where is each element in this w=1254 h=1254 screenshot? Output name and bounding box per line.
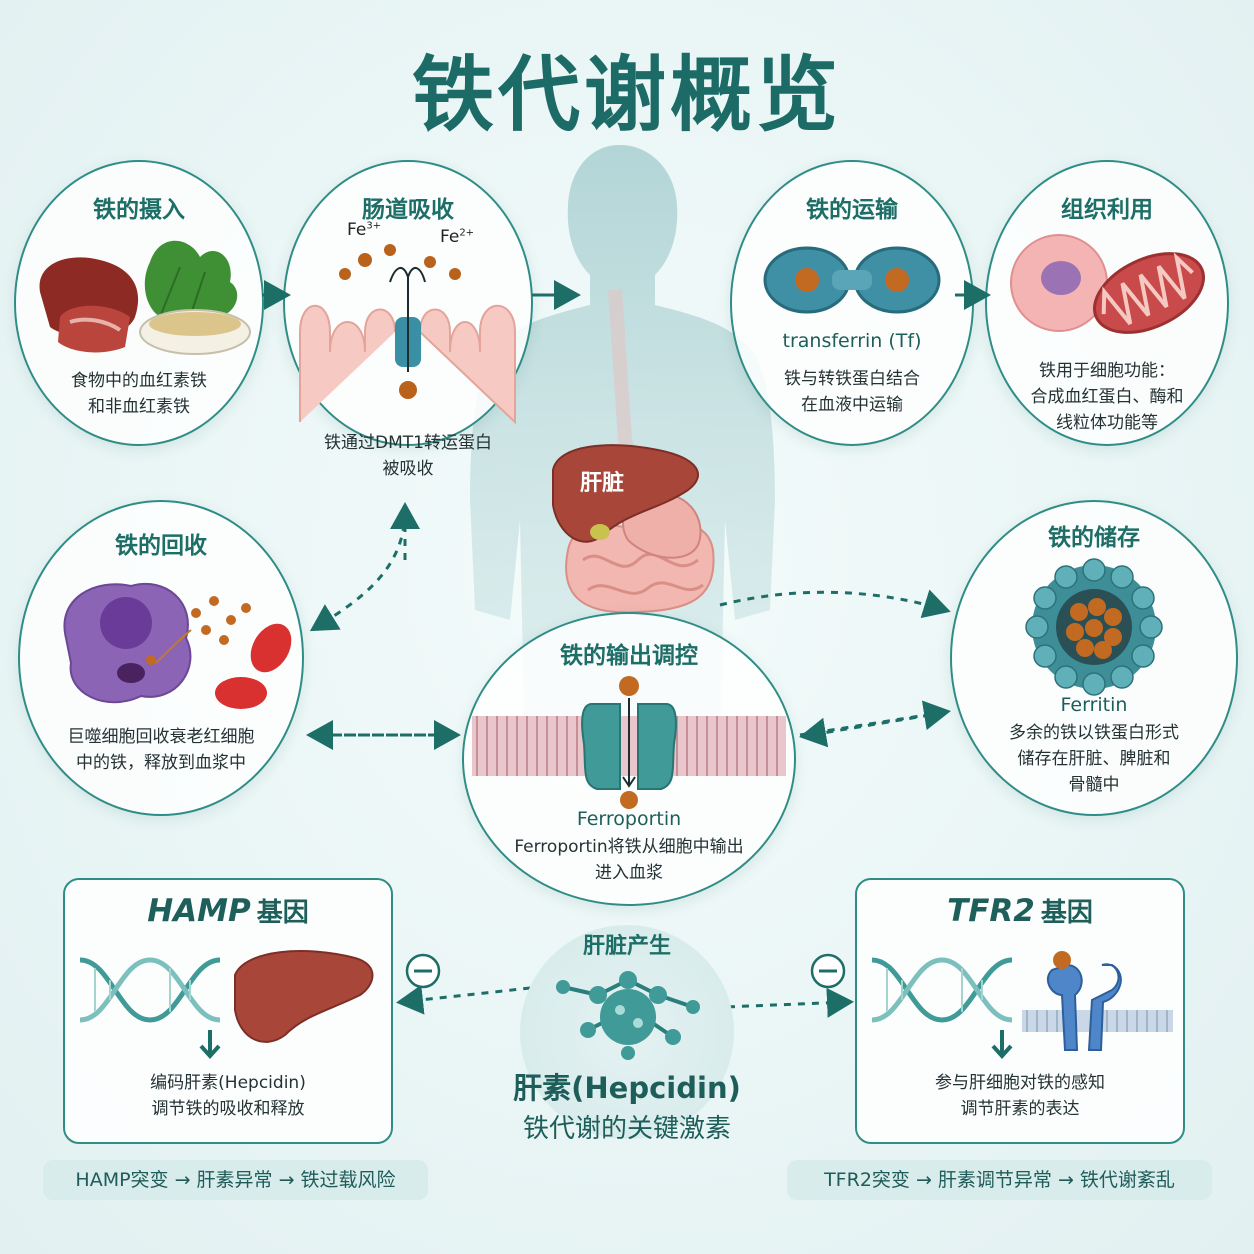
panel-title: 铁的运输 [806, 197, 898, 223]
fe2-label: Fe2+ [440, 227, 475, 247]
panel-title: 铁的回收 [115, 533, 207, 559]
ferroportin-label: Ferroportin [576, 808, 682, 830]
liver-and-digestive-organs [552, 444, 715, 614]
panel-text: 铁用于细胞功能： [1039, 361, 1175, 381]
hepcidin-molecule-icon [556, 971, 700, 1060]
panel-text: 中的铁，释放到血浆中 [76, 753, 246, 773]
tfr2-mutation-bar: TFR2突变 → 肝素调节异常 → 铁代谢紊乱 [787, 1160, 1212, 1200]
gallbladder-icon [590, 524, 610, 540]
panel-text: Ferroportin将铁从细胞中输出 [514, 837, 744, 857]
inhibition-icon [810, 953, 846, 989]
panel-text: 骨髓中 [1068, 775, 1120, 795]
panel-iron-storage: 铁的储存 Ferritin 多余的铁以铁蛋白形式 储存在肝脏、脾脏和 骨髓中 [950, 500, 1238, 816]
dna-and-liver-icon [79, 950, 374, 1059]
panel-iron-export-regulation: 铁的输出调控 Ferroportin Ferroportin将铁从细胞中输出 进… [462, 612, 796, 906]
panel-text: 进入血浆 [595, 863, 663, 883]
panel-title: 铁的摄入 [93, 197, 185, 223]
panel-title: 铁的储存 [1048, 525, 1140, 551]
panel-text: 食物中的血红素铁 [71, 371, 207, 391]
panel-text: 在血液中运输 [801, 395, 903, 415]
panel-text: 和非血红素铁 [88, 397, 190, 417]
hepcidin-source: 肝脏产生 [582, 934, 671, 959]
panel-text: 多余的铁以铁蛋白形式 [1009, 723, 1179, 743]
cell-and-mitochondria-icon [1010, 234, 1205, 334]
gene-name: TFR2 [947, 893, 1035, 929]
hepcidin-description: 铁代谢的关键激素 [522, 1114, 731, 1144]
ferroportin-membrane-icon [472, 676, 786, 809]
ferritin-label: Ferritin [1060, 694, 1128, 716]
panel-title: 铁的输出调控 [560, 643, 698, 669]
page-title: 铁代谢概览 [411, 48, 842, 143]
dna-and-receptor-icon [871, 951, 1173, 1059]
inhibition-icon [405, 953, 441, 989]
panel-text: 巨噬细胞回收衰老红细胞 [67, 727, 255, 747]
gene-name: HAMP [147, 893, 251, 929]
macrophage-icon [63, 583, 292, 709]
panel-title: 组织利用 [1061, 197, 1153, 223]
panel-iron-transport: 铁的运输 transferrin (Tf) 铁与转铁蛋白结合 在血液中运输 [730, 160, 974, 446]
panel-iron-recycling: 铁的回收 巨噬细胞回收衰老红细胞 中的铁，释放到血浆中 [18, 500, 304, 816]
transferrin-protein-icon [763, 246, 941, 314]
hepcidin-name: 肝素(Hepcidin) [513, 1071, 741, 1105]
fe3-label: Fe3+ [347, 220, 382, 240]
panel-tissue-utilization: 组织利用 铁用于细胞功能： 合成血红蛋白、酶和 线粒体功能等 [985, 160, 1229, 446]
panel-text: 铁通过DMT1转运蛋白 [324, 433, 492, 453]
panel-text: 被吸收 [382, 459, 434, 479]
panel-title: 肠道吸收 [362, 197, 454, 223]
ferritin-icon [1025, 558, 1163, 696]
food-icon [39, 240, 251, 355]
box-text: 调节铁的吸收和释放 [151, 1099, 305, 1119]
hamp-mutation-bar: HAMP突变 → 肝素异常 → 铁过载风险 [43, 1160, 428, 1200]
box-text: 参与肝细胞对铁的感知 [935, 1073, 1105, 1093]
transferrin-label: transferrin (Tf) [782, 330, 922, 352]
panel-text: 储存在肝脏、脾脏和 [1017, 749, 1171, 769]
liver-label: 肝脏 [579, 471, 624, 496]
panel-text: 铁与转铁蛋白结合 [784, 369, 920, 389]
liver-icon [552, 444, 699, 543]
box-text: 编码肝素(Hepcidin) [150, 1073, 306, 1093]
intestinal-villi-icon [299, 244, 516, 425]
panel-text: 线粒体功能等 [1056, 413, 1158, 433]
gene-suffix: 基因 [1040, 898, 1093, 928]
panel-text: 合成血红蛋白、酶和 [1030, 387, 1184, 407]
box-text: 调节肝素的表达 [960, 1099, 1080, 1119]
panel-iron-intake: 铁的摄入 食物中的血红素铁 和非血红素铁 [14, 160, 264, 446]
gene-suffix: 基因 [256, 898, 309, 928]
panel-intestinal-absorption: 肠道吸收 Fe3+ Fe2+ 铁通过DMT1转运蛋白 被吸收 [283, 160, 533, 479]
